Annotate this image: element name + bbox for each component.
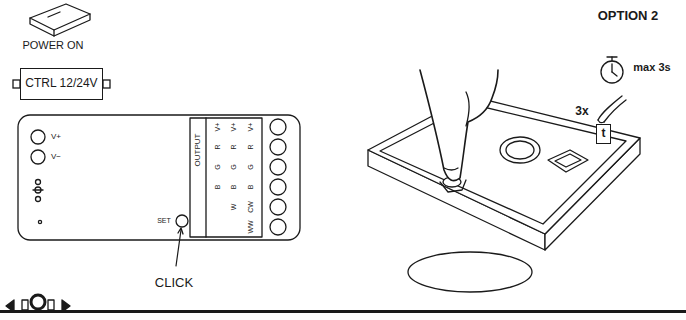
finger-icon — [598, 96, 626, 123]
pin-label: R — [247, 144, 255, 149]
output-label: OUTPUT — [194, 134, 203, 167]
bottom-bar — [0, 310, 686, 313]
connector-plug — [103, 80, 110, 88]
pressing-hand — [420, 70, 498, 181]
power-label: POWER ON — [22, 39, 83, 51]
pin-label: V+ — [230, 123, 238, 132]
pin-label: R — [230, 144, 238, 149]
node-text: CTRL 12/24V — [25, 77, 97, 90]
pin-label: W — [230, 204, 238, 211]
controller-housing — [18, 115, 300, 266]
button-label: SET — [157, 217, 171, 225]
pin-label: G — [230, 164, 238, 169]
pin-label: B — [230, 185, 238, 190]
pin-label: CW — [247, 201, 255, 213]
pin-label: B — [247, 185, 255, 190]
terminal-label: V+ — [51, 133, 61, 142]
terminal-label: V− — [51, 153, 61, 162]
controller-box: CTRL 12/24V — [20, 68, 103, 100]
pin-label: B — [214, 185, 222, 190]
pin-label: R — [214, 144, 222, 149]
key-box: t — [596, 124, 611, 144]
pin-label: V+ — [214, 123, 222, 132]
press-count: 3x — [575, 105, 588, 118]
pin-label: G — [214, 164, 222, 169]
power-switch-icon — [30, 4, 90, 36]
option-heading: OPTION 2 — [598, 9, 659, 23]
timer-icon — [601, 57, 623, 83]
pin-label: G — [247, 164, 255, 169]
navigation-icon — [6, 295, 70, 312]
time-limit: max 3s — [633, 61, 670, 73]
node-text: t — [602, 127, 606, 140]
pin-label: V+ — [247, 123, 255, 132]
connector-plug — [13, 80, 20, 88]
action-label: CLICK — [155, 276, 193, 290]
wall-panel — [368, 96, 640, 292]
pin-label: WW — [247, 220, 255, 233]
